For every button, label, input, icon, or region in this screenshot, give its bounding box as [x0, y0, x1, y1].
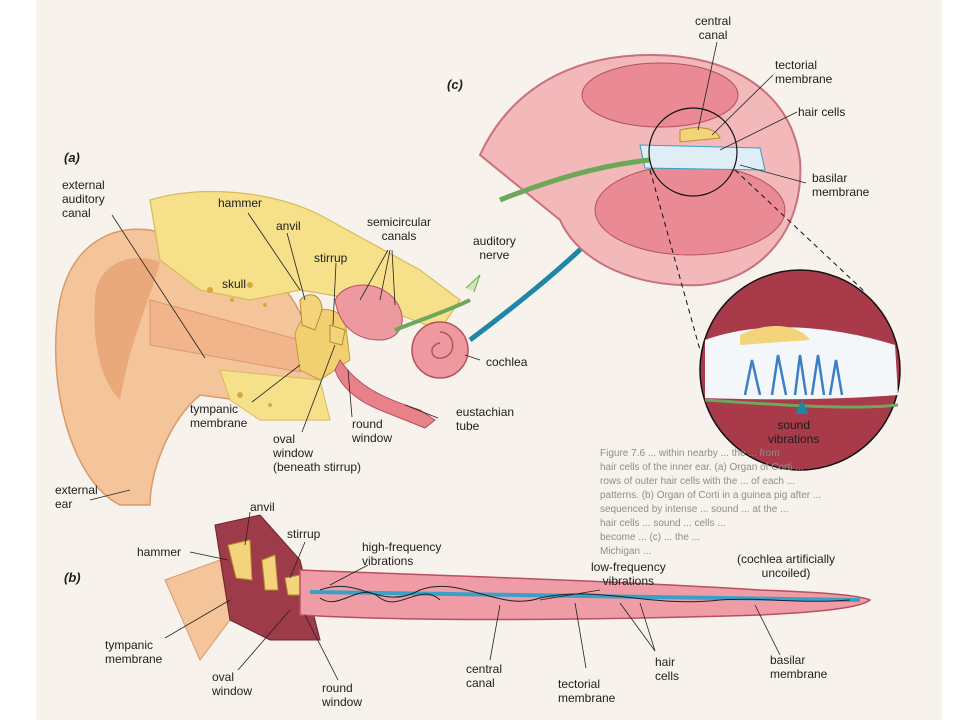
label-stirrup-b: stirrup: [287, 527, 321, 541]
label-tympanic-membrane-b: tympanic membrane: [105, 638, 163, 666]
bleed-line-6: hair cells ... sound ... cells ...: [600, 518, 726, 529]
label-tympanic-membrane-a: tympanic membrane: [190, 402, 248, 430]
label-round-window-b: round window: [322, 681, 363, 709]
zoom-dashed-lines: [649, 169, 866, 351]
label-cochlea: cochlea: [486, 355, 528, 369]
label-high-frequency-vibrations: high-frequency vibrations: [362, 540, 442, 568]
label-basilar-membrane-b: basilar membrane: [770, 653, 828, 681]
label-stirrup-a: stirrup: [314, 251, 348, 265]
label-central-canal-c: central canal: [695, 14, 732, 42]
label-central-canal-b: central canal: [466, 662, 503, 690]
label-semicircular-canals: semicircular canals: [367, 215, 432, 243]
auditory-nerve-arrow: [465, 274, 481, 293]
zoom-detail: [699, 269, 901, 471]
label-tectorial-membrane-c: tectorial membrane: [775, 58, 833, 86]
label-hammer-b: hammer: [137, 545, 182, 559]
bleed-line-4: patterns. (b) Organ of Corti in a guinea…: [600, 490, 822, 501]
label-oval-window-a: oval window (beneath stirrup): [273, 432, 362, 474]
label-cochlea-uncoiled-note: (cochlea artificially uncoiled): [737, 552, 836, 580]
label-auditory-nerve: auditory nerve: [473, 234, 516, 262]
panel-label-c: (c): [447, 77, 463, 92]
bleed-line-8: Michigan ...: [600, 546, 652, 557]
label-hammer-a: hammer: [218, 196, 263, 210]
bleed-line-2: hair cells of the inner ear. (a) Organ o…: [600, 462, 804, 473]
label-sound-vibrations: sound vibrations: [768, 418, 820, 446]
panel-b-leader-lines: [164, 511, 781, 681]
label-external-ear: external ear: [55, 483, 98, 511]
bleed-line-7: become ... (c) ... the ...: [600, 532, 701, 543]
label-skull: skull: [222, 277, 247, 291]
label-round-window-a: round window: [352, 417, 393, 445]
label-low-frequency-vibrations: low-frequency vibrations: [591, 560, 666, 588]
label-hair-cells-c: hair cells: [798, 105, 846, 119]
label-hair-cells-b: hair cells: [655, 655, 680, 683]
label-external-auditory-canal: external auditory canal: [62, 178, 105, 220]
label-basilar-membrane-c: basilar membrane: [812, 171, 870, 199]
panel-a-leader-lines: [89, 212, 481, 501]
label-anvil-b: anvil: [250, 500, 275, 514]
label-eustachian-tube: eustachian tube: [456, 405, 515, 433]
connector-arrow-shaft: [468, 238, 592, 342]
label-tectorial-membrane-b: tectorial membrane: [558, 677, 616, 705]
panel-label-a: (a): [64, 150, 80, 165]
bleed-line-3: rows of outer hair cells with the ... of…: [600, 476, 796, 487]
label-oval-window-b: oval window: [212, 670, 253, 698]
cochlea-cross-section: [478, 53, 802, 287]
bleed-line-1: Figure 7.6 ... within nearby ... the ...…: [600, 448, 780, 459]
uncoiled-ear-drawing: [164, 514, 872, 661]
inner-ear-drawing: [334, 284, 471, 429]
panel-c-leader-lines: [697, 41, 807, 184]
label-anvil-a: anvil: [276, 219, 301, 233]
bleed-line-5: sequenced by intense ... sound ... at th…: [600, 504, 789, 515]
panel-label-b: (b): [64, 570, 81, 585]
